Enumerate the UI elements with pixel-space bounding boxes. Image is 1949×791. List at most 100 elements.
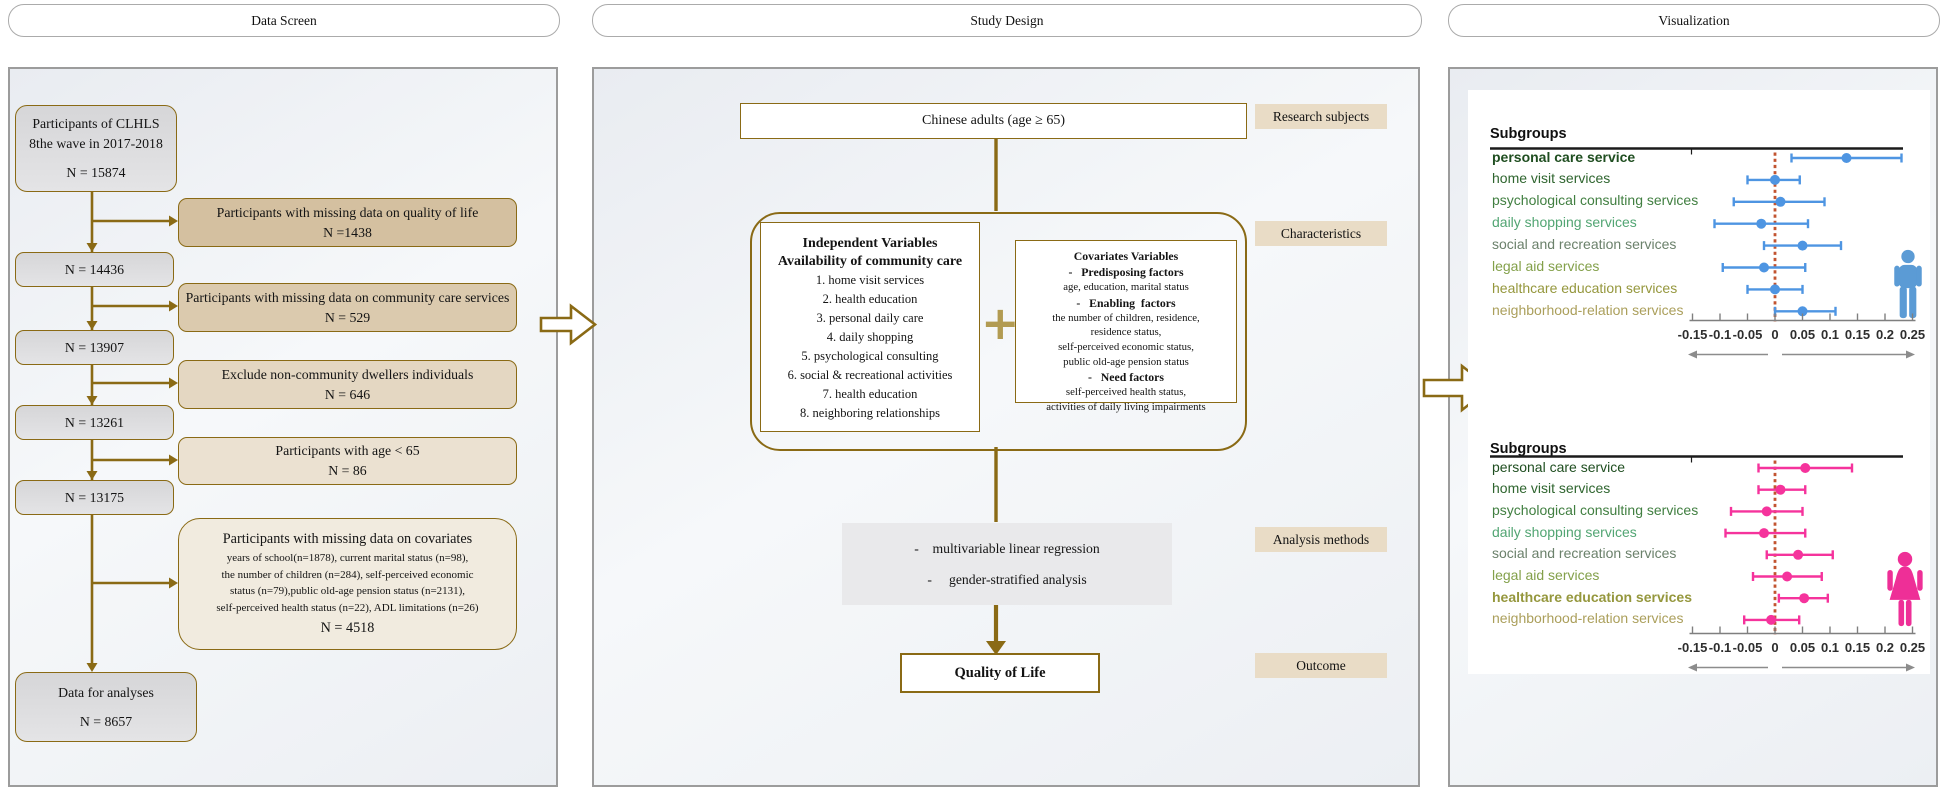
analysis-method-item: - gender-stratified analysis — [927, 571, 1087, 587]
forest-axis-tick-label: 0.2 — [1875, 639, 1895, 655]
forest-category-label: daily shopping services — [1492, 523, 1637, 540]
exclusion-text: Participants with age < 65 — [275, 443, 420, 458]
exclusion-covariates-detail: status (n=79),public old-age pension sta… — [229, 585, 466, 597]
forest-plot-inset — [1468, 90, 1930, 674]
covariates-line: self-perceived economic status, — [1058, 341, 1194, 354]
exclusion-text: Participants with missing data on commun… — [185, 289, 510, 305]
forest-category-label: home visit services — [1492, 480, 1611, 497]
male-icon — [1894, 249, 1922, 319]
independent-title2: Availability of community care — [777, 254, 963, 270]
exclusion-box-community-care: Participants with missing data on commun… — [178, 283, 517, 332]
side-label-text: Characteristics — [1280, 225, 1362, 241]
covariates-line: residence status, — [1090, 326, 1162, 339]
side-label-research-subjects: Research subjects — [1255, 104, 1387, 129]
forest-category-label: personal care service — [1492, 458, 1626, 475]
side-label-text: Research subjects — [1272, 108, 1370, 124]
exclusion-covariates-detail: years of school(n=1878), current marital… — [226, 552, 469, 564]
forest-category-label: healthcare education services — [1492, 279, 1678, 296]
covariates-line: age, education, marital status — [1063, 281, 1189, 294]
exclusion-n: N =1438 — [323, 224, 372, 240]
exclusion-n: N = 646 — [324, 386, 371, 402]
forest-title: Subgroups — [1490, 441, 1567, 457]
forest-axis-tick-label: -0.15 — [1677, 326, 1708, 342]
flow-start-line2: 8the wave in 2017-2018 — [29, 136, 163, 151]
forest-title: Subgroups — [1490, 126, 1567, 142]
side-label-text: Outcome — [1296, 657, 1346, 673]
flow-final-n: N = 8657 — [79, 713, 133, 729]
side-label-outcome: Outcome — [1255, 653, 1387, 678]
covariates-line: - Enabling factors — [1076, 295, 1176, 310]
forest-axis-tick-label: 0.15 — [1844, 639, 1871, 655]
forest-category-label: healthcare education services — [1492, 588, 1692, 605]
flow-step-box-2: N = 13907 — [15, 330, 174, 365]
exclusion-n: N = 529 — [324, 309, 371, 325]
forest-category-label: psychological consulting services — [1492, 501, 1699, 518]
covariates-line: activities of daily living impairments — [1046, 401, 1206, 414]
research-subjects-text: Chinese adults (age ≥ 65) — [922, 113, 1065, 128]
flow-step-box-4: N = 13175 — [15, 480, 174, 515]
flow-final-line1: Data for analyses — [58, 684, 154, 700]
flow-final-box: Data for analyses N = 8657 — [15, 672, 197, 742]
covariates-box: Covariates Variables - Predisposing fact… — [1015, 240, 1237, 413]
outcome-text: Quality of Life — [954, 664, 1046, 681]
independent-item: 8. neighboring relationships — [800, 406, 940, 421]
forest-category-label: neighborhood-relation services — [1492, 610, 1684, 627]
research-subjects-box: Chinese adults (age ≥ 65) — [740, 103, 1247, 139]
forest-axis-tick-label: -0.1 — [1708, 326, 1732, 342]
forest-category-label: neighborhood-relation services — [1492, 301, 1684, 318]
side-label-analysis-methods: Analysis methods — [1255, 527, 1387, 552]
forest-axis-tick-label: -0.05 — [1732, 326, 1763, 342]
forest-category-label: home visit services — [1492, 170, 1611, 187]
plus-icon: + — [981, 296, 1020, 350]
side-label-characteristics: Characteristics — [1255, 221, 1387, 246]
outcome-box: Quality of Life — [900, 653, 1100, 693]
forest-axis-tick-label: 0 — [1771, 639, 1779, 655]
forest-axis-tick-label: 0.05 — [1789, 326, 1816, 342]
flow-step-box-1: N = 14436 — [15, 252, 174, 287]
flow-step-n: N = 14436 — [64, 261, 125, 277]
forest-category-label: legal aid services — [1492, 567, 1600, 583]
header-data-screen-label: Data Screen — [251, 12, 317, 28]
forest-axis-tick-label: 0.15 — [1844, 326, 1871, 342]
independent-item: 4. daily shopping — [826, 330, 914, 345]
flow-step-box-3: N = 13261 — [15, 405, 174, 440]
forest-category-label: psychological consulting services — [1492, 192, 1699, 209]
header-data-screen: Data Screen — [8, 4, 560, 37]
exclusion-covariates-detail: self-perceived health status (n=22), ADL… — [216, 601, 479, 614]
independent-item: 3. personal daily care — [816, 311, 924, 326]
exclusion-box-covariates: Participants with missing data on covari… — [178, 518, 517, 650]
forest-category-label: daily shopping services — [1492, 214, 1637, 231]
forest-axis-tick-label: 0 — [1771, 326, 1779, 342]
covariates-line: the number of children, residence, — [1052, 311, 1200, 324]
header-visualization: Visualization — [1448, 4, 1940, 37]
analysis-method-item: - multivariable linear regression — [914, 540, 1100, 556]
independent-item: 7. health education — [822, 387, 918, 402]
forest-category-label: social and recreation services — [1492, 545, 1677, 562]
header-visualization-label: Visualization — [1658, 12, 1730, 28]
covariates-line: public old-age pension status — [1063, 355, 1189, 368]
flow-start-n: N = 15874 — [66, 165, 126, 180]
covariates-line: - Predisposing factors — [1068, 265, 1184, 280]
female-icon — [1887, 551, 1923, 627]
forest-category-label: social and recreation services — [1492, 236, 1677, 253]
forest-axis-tick-label: 0.1 — [1820, 326, 1840, 342]
independent-item: 2. health education — [822, 292, 918, 307]
exclusion-covariates-n: N = 4518 — [320, 620, 375, 636]
flow-start-line1: Participants of CLHLS — [32, 116, 160, 131]
forest-axis-tick-label: -0.05 — [1732, 639, 1763, 655]
flow-step-n: N = 13907 — [64, 339, 125, 355]
forest-category-label: legal aid services — [1492, 258, 1600, 274]
independent-item: 1. home visit services — [815, 273, 925, 288]
header-study-design: Study Design — [592, 4, 1422, 37]
plus-glyph: + — [981, 296, 1020, 350]
covariates-line: - Need factors — [1088, 370, 1164, 385]
flow-step-n: N = 13175 — [64, 489, 125, 505]
forest-axis-tick-label: 0.05 — [1789, 639, 1816, 655]
forest-axis-tick-label: -0.1 — [1708, 639, 1732, 655]
independent-variables-box: Independent Variables Availability of co… — [760, 222, 980, 432]
flow-step-n: N = 13261 — [64, 414, 125, 430]
exclusion-text: Exclude non-community dwellers individua… — [221, 366, 474, 382]
independent-item: 5. psychological consulting — [801, 349, 939, 364]
flow-start-box: Participants of CLHLS 8the wave in 2017-… — [15, 105, 177, 192]
